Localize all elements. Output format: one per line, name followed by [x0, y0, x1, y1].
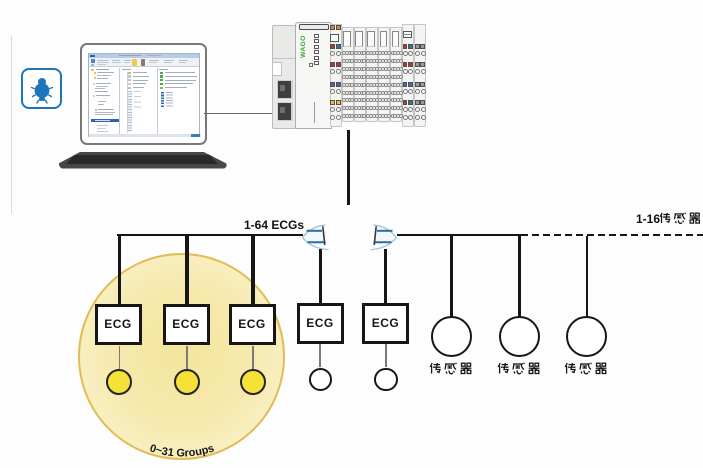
- svg-text:0~31 Groups: 0~31 Groups: [148, 442, 215, 459]
